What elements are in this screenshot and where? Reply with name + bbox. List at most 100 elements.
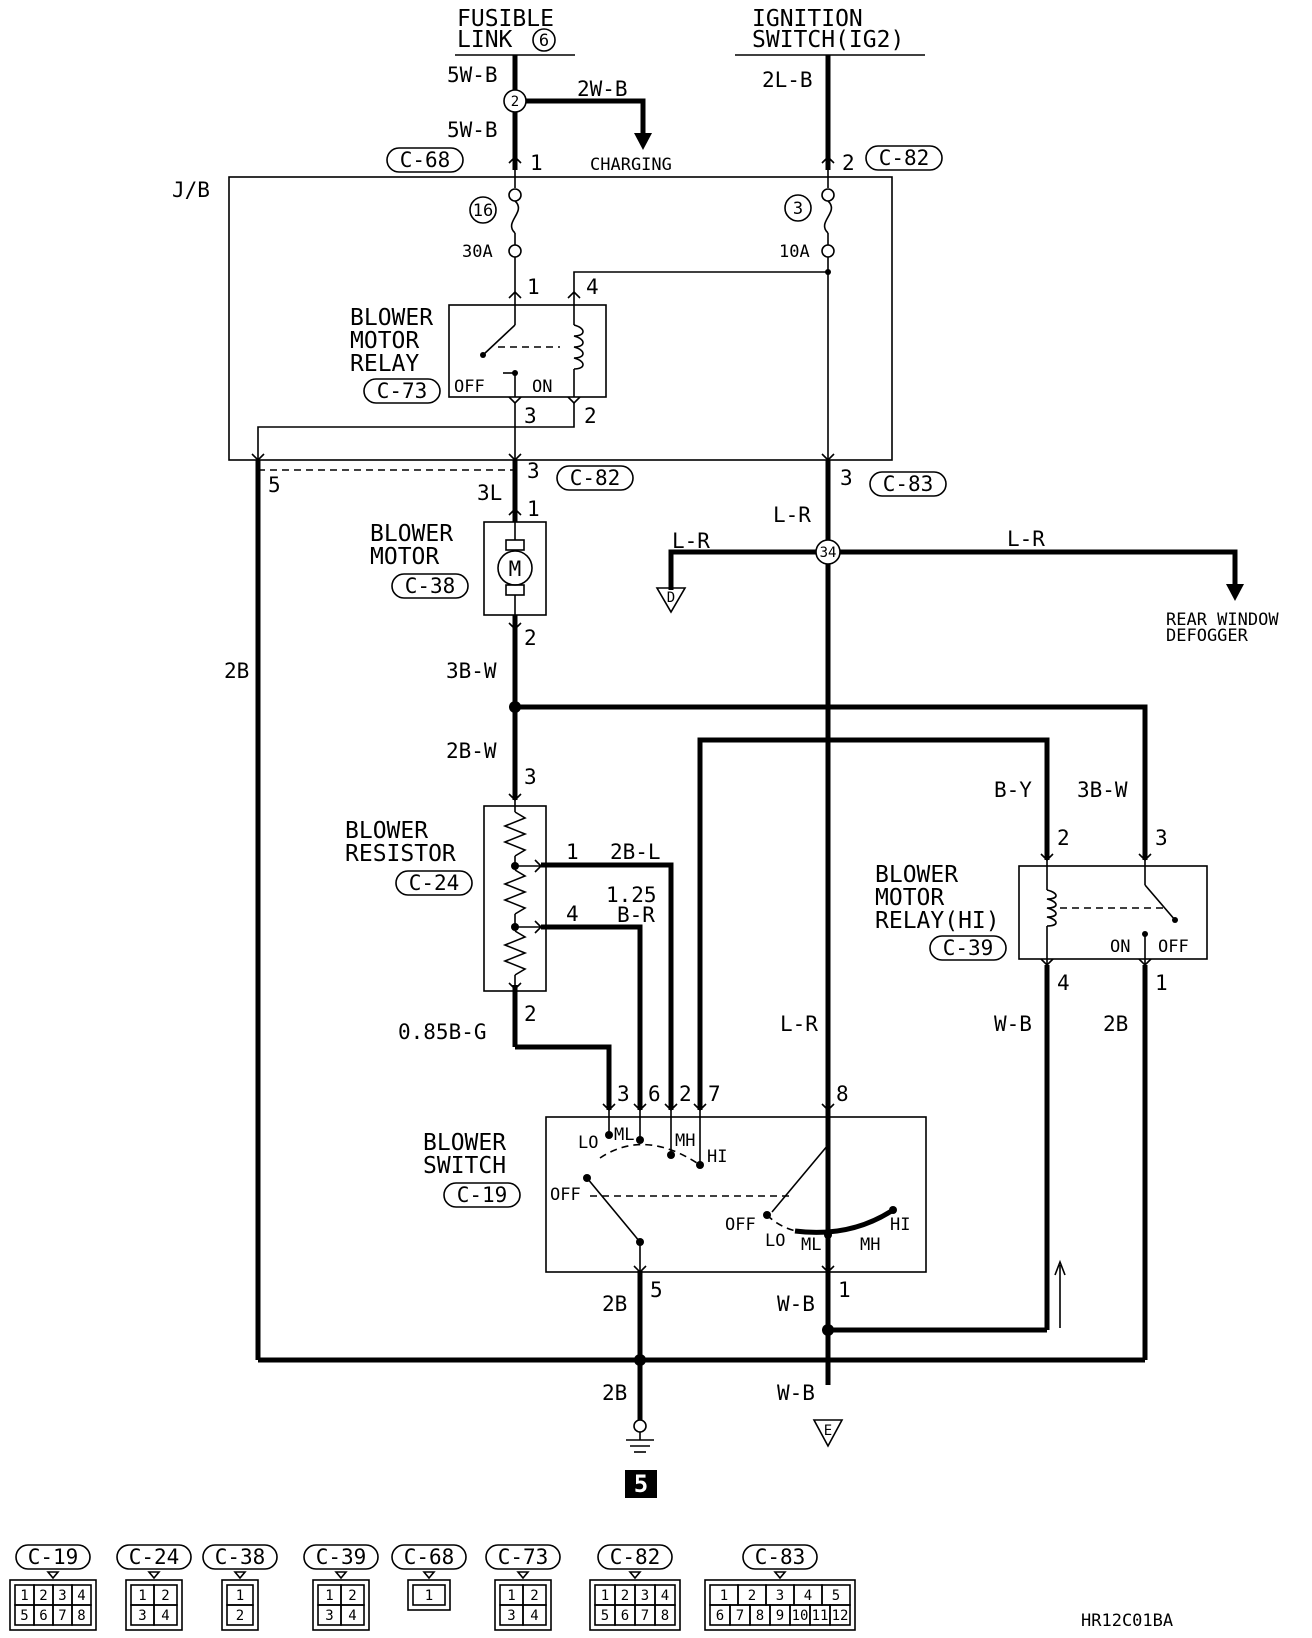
pin-res-2: 2: [524, 1002, 537, 1026]
connector-badge-c19: C-19: [443, 1182, 521, 1208]
connector-badge-c38: C-38: [391, 573, 469, 599]
legend-pin-number: 3: [58, 1588, 66, 1604]
legend-pin-number: 6: [39, 1608, 47, 1624]
blower-resistor-box: [483, 805, 547, 992]
defogger-label-2: DEFOGGER: [1166, 626, 1249, 646]
relay-hi-name-3: RELAY(HI): [875, 908, 1000, 934]
wire-relay-coil-ground: [257, 402, 575, 460]
motor-name-2: MOTOR: [370, 544, 439, 570]
pin-res-1: 1: [566, 840, 579, 864]
pin-sw-5: 5: [650, 1278, 663, 1302]
wire-relay-coil-feed: [573, 271, 828, 305]
resistor-name-2: RESISTOR: [345, 841, 456, 867]
ground-number-badge: [625, 1470, 657, 1498]
blower-motor-relay: OFF ON: [448, 290, 607, 405]
legend-pin-number: 7: [641, 1608, 649, 1624]
legend-pin-number: 1: [601, 1588, 609, 1604]
switch-pos-a-off: OFF: [550, 1185, 581, 1205]
legend-pin-cell: [412, 1584, 446, 1606]
pin-hi-2: 2: [1057, 826, 1070, 850]
wire-label-2lb: 2L-B: [762, 68, 813, 92]
legend-pin-number: 11: [812, 1608, 829, 1624]
c82-pin-arrow: [821, 155, 835, 164]
junction-dot-wb: [822, 1324, 834, 1336]
wire-label-lr-3: L-R: [1007, 527, 1045, 551]
switch-pos-b-lo: LO: [765, 1231, 785, 1251]
wire-label-2bw: 2B-W: [446, 739, 497, 763]
legend-label: C-19: [28, 1545, 79, 1569]
relay-hi-off-label: OFF: [1158, 937, 1189, 957]
pin-c68-1: 1: [530, 151, 543, 175]
wire-label-125: 1.25: [606, 883, 657, 907]
legend-pin-number: 7: [58, 1608, 66, 1624]
figure-code: HR12C01BA: [1081, 1611, 1173, 1631]
legend-pin-number: 8: [756, 1608, 764, 1624]
destination-e: E: [812, 1419, 844, 1448]
motor-name-1: BLOWER: [370, 521, 453, 547]
legend-pin-number: 2: [748, 1588, 756, 1604]
wire-label-br: B-R: [617, 903, 655, 927]
connector-c83-label: C-83: [883, 472, 934, 496]
connector-badge-c68: C-68: [386, 147, 464, 173]
wire-label-lr-4: L-R: [780, 1012, 818, 1036]
fusible-link-number-badge: [532, 28, 556, 52]
fuse-3-number: 3: [793, 199, 803, 219]
legend-label: C-24: [129, 1545, 180, 1569]
legend-connector-body: [494, 1579, 552, 1631]
legend-connector-body: [125, 1579, 183, 1631]
pin-hi-3: 3: [1155, 826, 1168, 850]
splice-34-badge: [815, 539, 841, 565]
relay-hi-on-label: ON: [1110, 937, 1130, 957]
charging-label: CHARGING: [590, 155, 672, 175]
legend-pin-number: 4: [161, 1608, 169, 1624]
destination-d: D: [655, 587, 687, 614]
switch-pos-b-ml: ML: [801, 1235, 821, 1255]
wire-label-lr-2: L-R: [672, 529, 710, 553]
legend-pin-cell: [71, 1604, 92, 1626]
wire-3bw-to-hi-relay: [515, 704, 1148, 860]
legend-pin-number: 1: [720, 1588, 728, 1604]
legend-pin-number: 3: [776, 1588, 784, 1604]
pin-motor-2: 2: [524, 626, 537, 650]
defogger-arrow: [1226, 584, 1244, 601]
legend-pin-cell: [226, 1604, 254, 1626]
legend-pin-number: 2: [348, 1588, 356, 1604]
wire-label-2b-left: 2B: [224, 659, 249, 683]
legend-label: C-39: [316, 1545, 367, 1569]
pin-sw-3: 3: [617, 1082, 630, 1106]
legend-pin-number: 3: [641, 1588, 649, 1604]
legend-pin-cell: [340, 1604, 365, 1626]
defogger-label-1: REAR WINDOW: [1166, 610, 1279, 630]
wire-by-to-hi-relay: [697, 737, 1050, 1110]
fuse-3-badge: [784, 194, 812, 222]
legend-pin-number: 3: [138, 1608, 146, 1624]
pin-sw-2: 2: [679, 1082, 692, 1106]
legend-connector-body: [589, 1579, 681, 1631]
fuse-16-rating: 30A: [462, 242, 493, 262]
connector-badge-c73: C-73: [363, 378, 441, 404]
junction-dot-coil-feed: [825, 269, 831, 275]
legend-pin-number: 4: [804, 1588, 812, 1604]
blower-motor-relay-hi: ON OFF: [1018, 853, 1208, 967]
relay-name-2: MOTOR: [350, 328, 419, 354]
blower-switch: LO ML MH HI OFF OFF LO ML MH HI: [545, 1103, 927, 1274]
legend-connector-body: [221, 1579, 259, 1631]
reference-arrow-head: [1054, 1259, 1066, 1276]
ignition-switch-label-2: SWITCH(IG2): [752, 27, 904, 53]
ground-number: 5: [634, 1470, 648, 1498]
legend-pin-number: 4: [348, 1608, 356, 1624]
legend-pin-number: 1: [325, 1588, 333, 1604]
legend-pin-number: 1: [138, 1588, 146, 1604]
switch-pos-b-hi: HI: [890, 1215, 910, 1235]
connector-badge-c83: C-83: [869, 471, 947, 497]
legend-connector-body: [704, 1579, 856, 1631]
wire-label-wb-gnd: W-B: [777, 1381, 815, 1405]
pin-c82-2: 2: [842, 151, 855, 175]
fusible-link-label-1: FUSIBLE: [457, 6, 554, 32]
blower-switch-box: [545, 1116, 927, 1273]
